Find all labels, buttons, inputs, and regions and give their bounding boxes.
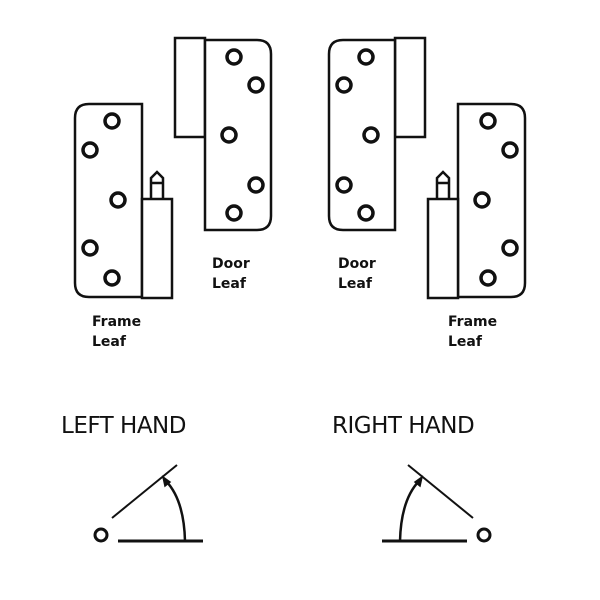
right-hand-swing-icon: [380, 463, 492, 543]
left-hand-swing-icon: [93, 463, 205, 543]
right-hand-heading: RIGHT HAND: [332, 413, 475, 439]
left-hand-heading: LEFT HAND: [61, 413, 186, 439]
left-frame-leaf-label: Frame Leaf: [92, 314, 142, 350]
right-door-leaf-label: Door Leaf: [338, 256, 376, 292]
right-frame-leaf-label: Frame Leaf: [448, 314, 498, 350]
left-door-leaf-label: Door Leaf: [212, 256, 250, 292]
